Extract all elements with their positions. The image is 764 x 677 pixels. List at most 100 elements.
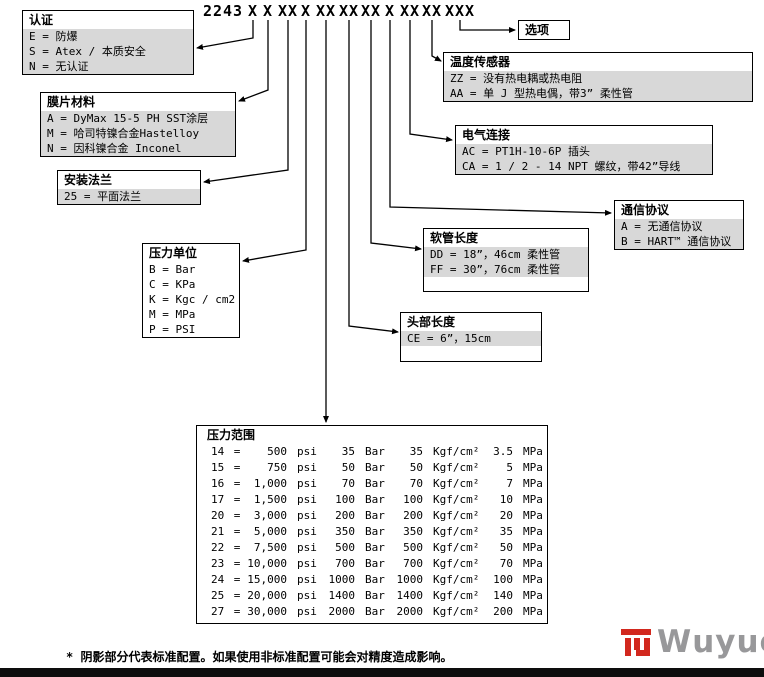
kgf-unit: Kgf/cm² xyxy=(433,445,480,458)
bar-unit: Bar xyxy=(365,477,385,490)
equals-sign: = xyxy=(233,445,241,458)
option-row: ZZ = 没有热电耦或热电阻 xyxy=(444,71,752,86)
mpa-value: 7 xyxy=(506,477,513,490)
standard-config-footnote: * 阴影部分代表标准配置。如果使用非标准配置可能会对精度造成影响。 xyxy=(66,650,453,664)
psi-value: 500 xyxy=(267,445,287,458)
kgf-value: 1400 xyxy=(396,589,424,602)
range-code: 27 xyxy=(211,605,225,618)
mpa-unit: MPa xyxy=(523,557,543,570)
kgf-unit: Kgf/cm² xyxy=(433,493,480,506)
range-code: 25 xyxy=(211,589,225,602)
psi-unit: psi xyxy=(297,477,317,490)
psi-unit: psi xyxy=(297,445,317,458)
kgf-unit: Kgf/cm² xyxy=(433,525,480,538)
option-row: DD = 18”，46cm 柔性管 xyxy=(424,247,588,262)
option-row: N = 无认证 xyxy=(23,59,193,74)
psi-value: 10,000 xyxy=(247,557,287,570)
mpa-value: 70 xyxy=(499,557,513,570)
option-row: B = HART™ 通信协议 xyxy=(615,234,743,249)
wuyue-logo-mark-icon xyxy=(621,629,651,656)
equals-sign: = xyxy=(233,525,241,538)
option-row: CA = 1 / 2 - 14 NPT 螺纹，带42”导线 xyxy=(456,159,712,174)
model-code-group-pressure-range: XX xyxy=(315,2,337,20)
bar-value: 35 xyxy=(341,445,355,458)
pressure-unit-title: 压力单位 xyxy=(149,246,198,260)
kgf-value: 200 xyxy=(403,509,423,522)
option-row: M = 哈司特镍合金Hastelloy xyxy=(41,126,235,141)
range-code: 21 xyxy=(211,525,225,538)
bar-value: 50 xyxy=(341,461,355,474)
temperature-sensor-title: 温度传感器 xyxy=(450,55,511,69)
equals-sign: = xyxy=(233,605,241,618)
option-row-text: M = MPa xyxy=(149,308,196,321)
electrical-connection-title: 电气连接 xyxy=(462,128,511,142)
bar-value: 200 xyxy=(335,509,355,522)
model-code-group-certification: X xyxy=(247,2,259,20)
option-row: N = 因科镍合金 Inconel xyxy=(41,141,235,156)
bar-value: 70 xyxy=(341,477,355,490)
option-row: A = 无通信协议 xyxy=(615,219,743,234)
pressure-range-row: 27 = 30,000 psi 2000 Bar 2000 Kgf/cm² 20… xyxy=(197,604,547,620)
psi-value: 5,000 xyxy=(253,525,287,538)
psi-value: 15,000 xyxy=(247,573,287,586)
bar-unit: Bar xyxy=(365,541,385,554)
kgf-value: 500 xyxy=(403,541,423,554)
mpa-unit: MPa xyxy=(523,589,543,602)
mpa-value: 5 xyxy=(506,461,513,474)
option-row-text: B = HART™ 通信协议 xyxy=(621,235,732,248)
kgf-unit: Kgf/cm² xyxy=(433,477,480,490)
equals-sign: = xyxy=(233,461,241,474)
connector-pressure-unit xyxy=(242,20,307,263)
kgf-value: 35 xyxy=(409,445,423,458)
mpa-unit: MPa xyxy=(523,541,543,554)
model-code-group-protocol: X xyxy=(384,2,396,20)
option-row-text: S = Atex / 本质安全 xyxy=(29,45,146,58)
pressure-range-rows: 14 = 500 psi 35 Bar 35 Kgf/cm² 3.5 MPa 1… xyxy=(197,444,547,623)
range-code: 17 xyxy=(211,493,225,506)
option-row: AC = PT1H-10-6P 插头 xyxy=(456,144,712,159)
pressure-range-row: 25 = 20,000 psi 1400 Bar 1400 Kgf/cm² 14… xyxy=(197,588,547,604)
bar-value: 100 xyxy=(335,493,355,506)
option-row: A = DyMax 15-5 PH SST涂层 xyxy=(41,111,235,126)
connector-certification xyxy=(196,20,254,50)
option-row-text: 25 = 平面法兰 xyxy=(64,190,142,203)
psi-unit: psi xyxy=(297,557,317,570)
option-row-text: AC = PT1H-10-6P 插头 xyxy=(462,145,590,158)
option-row: FF = 30”，76cm 柔性管 xyxy=(424,262,588,277)
psi-unit: psi xyxy=(297,461,317,474)
mounting-flange-box: 安装法兰 25 = 平面法兰 xyxy=(57,170,201,205)
kgf-value: 100 xyxy=(403,493,423,506)
option-row: E = 防爆 xyxy=(23,29,193,44)
model-code-group-pressure-unit: X xyxy=(300,2,312,20)
option-row-text: C = KPa xyxy=(149,278,196,291)
range-code: 22 xyxy=(211,541,225,554)
range-code: 20 xyxy=(211,509,225,522)
mpa-value: 10 xyxy=(499,493,513,506)
bar-value: 2000 xyxy=(328,605,356,618)
bar-value: 1000 xyxy=(328,573,356,586)
head-length-title: 头部长度 xyxy=(407,315,456,329)
psi-unit: psi xyxy=(297,589,317,602)
option-row-text: A = 无通信协议 xyxy=(621,220,703,233)
option-row-text: K = Kgc / cm2 xyxy=(149,293,236,306)
kgf-value: 50 xyxy=(409,461,423,474)
psi-unit: psi xyxy=(297,541,317,554)
mpa-value: 140 xyxy=(493,589,513,602)
mpa-unit: MPa xyxy=(523,461,543,474)
kgf-unit: Kgf/cm² xyxy=(433,605,480,618)
option-row-text: A = DyMax 15-5 PH SST涂层 xyxy=(47,112,209,125)
bar-value: 700 xyxy=(335,557,355,570)
model-code-group-flange: XX xyxy=(277,2,299,20)
communication-protocol-rows: A = 无通信协议 B = HART™ 通信协议 xyxy=(615,219,743,249)
mpa-value: 3.5 xyxy=(493,445,513,458)
pressure-range-row: 17 = 1,500 psi 100 Bar 100 Kgf/cm² 10 MP… xyxy=(197,492,547,508)
bar-unit: Bar xyxy=(365,589,385,602)
psi-unit: psi xyxy=(297,525,317,538)
